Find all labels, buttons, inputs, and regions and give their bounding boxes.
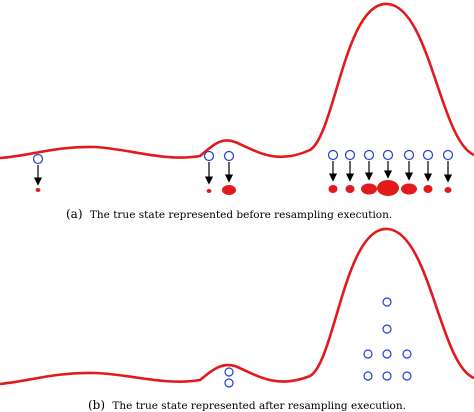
particle	[203, 150, 215, 193]
panel-a-particles	[32, 149, 454, 196]
particle	[344, 149, 356, 193]
panel-a-density-curve	[0, 2, 474, 160]
weight-blob	[401, 183, 417, 195]
particle-ring	[442, 149, 454, 161]
weight-blob	[423, 185, 433, 193]
particle-ring	[203, 150, 215, 162]
panel-b-tag: (b)	[88, 398, 105, 412]
particle-ring	[363, 349, 373, 359]
particle-ring	[224, 378, 234, 388]
panel-b-caption-text: The true state represented after resampl…	[112, 400, 406, 412]
panel-b-density-curve	[0, 227, 474, 386]
particle-ring	[382, 371, 392, 381]
particle	[32, 153, 44, 192]
particle-ring	[223, 150, 235, 162]
weight-blob	[35, 188, 41, 192]
weight-blob	[377, 180, 399, 196]
particle-ring	[32, 153, 44, 165]
weight-blob	[444, 187, 452, 193]
weight-blob	[345, 185, 355, 193]
panel-b-resampled-particles	[224, 297, 412, 388]
panel-b: (b) The true state represented after res…	[0, 227, 474, 412]
panel-a-tag: (a)	[66, 207, 83, 221]
weight-blob	[206, 189, 212, 193]
particle-ring	[382, 324, 392, 334]
particle-ring	[224, 367, 234, 377]
particle	[361, 149, 377, 195]
weight-blob	[361, 183, 377, 195]
particle-ring	[382, 149, 394, 161]
particle	[377, 149, 399, 196]
particle-ring	[402, 371, 412, 381]
particle	[222, 150, 236, 195]
particle-ring	[382, 297, 392, 307]
particle	[327, 149, 339, 193]
particle-ring	[382, 349, 392, 359]
particle-ring	[344, 149, 356, 161]
panel-b-caption: (b) The true state represented after res…	[88, 398, 406, 412]
weight-blob	[222, 185, 236, 195]
particle	[442, 149, 454, 193]
particle-ring	[327, 149, 339, 161]
particle-ring	[402, 349, 412, 359]
panel-a: (a) The true state represented before re…	[0, 2, 474, 221]
particle-ring	[403, 149, 415, 161]
particle	[422, 149, 434, 193]
panel-a-caption: (a) The true state represented before re…	[66, 207, 392, 221]
panel-a-caption-text: The true state represented before resamp…	[90, 209, 392, 221]
weight-blob	[328, 185, 338, 193]
particle-ring	[363, 371, 373, 381]
particle-ring	[363, 149, 375, 161]
particle	[401, 149, 417, 195]
particle-ring	[422, 149, 434, 161]
